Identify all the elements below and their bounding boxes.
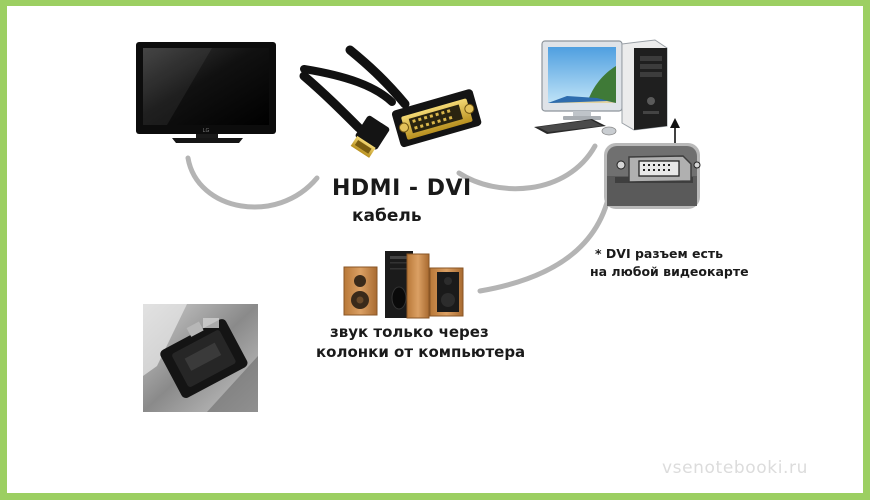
tv-brand-logo: LG: [203, 128, 210, 134]
speakers-illustration: [343, 251, 464, 319]
cable-subtitle: кабель: [352, 206, 422, 226]
cable-title: HDMI - DVI: [332, 176, 472, 201]
dvi-note-line-1: * DVI разъем есть: [595, 246, 724, 261]
tv-illustration: LG: [136, 42, 276, 143]
watermark: vsenotebooki.ru: [662, 458, 809, 478]
dvi-port-photo: [604, 143, 701, 209]
sound-note-line-1: звук только через: [330, 323, 489, 341]
computer-illustration: [534, 39, 680, 148]
sound-note-line-2: колонки от компьютера: [316, 343, 526, 361]
dvi-note-line-2: на любой видеокарте: [590, 264, 749, 279]
hdmi-plug: [350, 115, 390, 158]
dvi-plug: [391, 89, 482, 148]
pc-connector-line: [456, 143, 598, 192]
tv-connector-line: [185, 155, 320, 210]
diagram-canvas: LG: [7, 6, 863, 493]
connection-illustration: LG: [136, 39, 701, 412]
hdmi-dvi-cable: [299, 45, 482, 158]
hdmi-dvi-adapter-photo: [143, 304, 258, 412]
